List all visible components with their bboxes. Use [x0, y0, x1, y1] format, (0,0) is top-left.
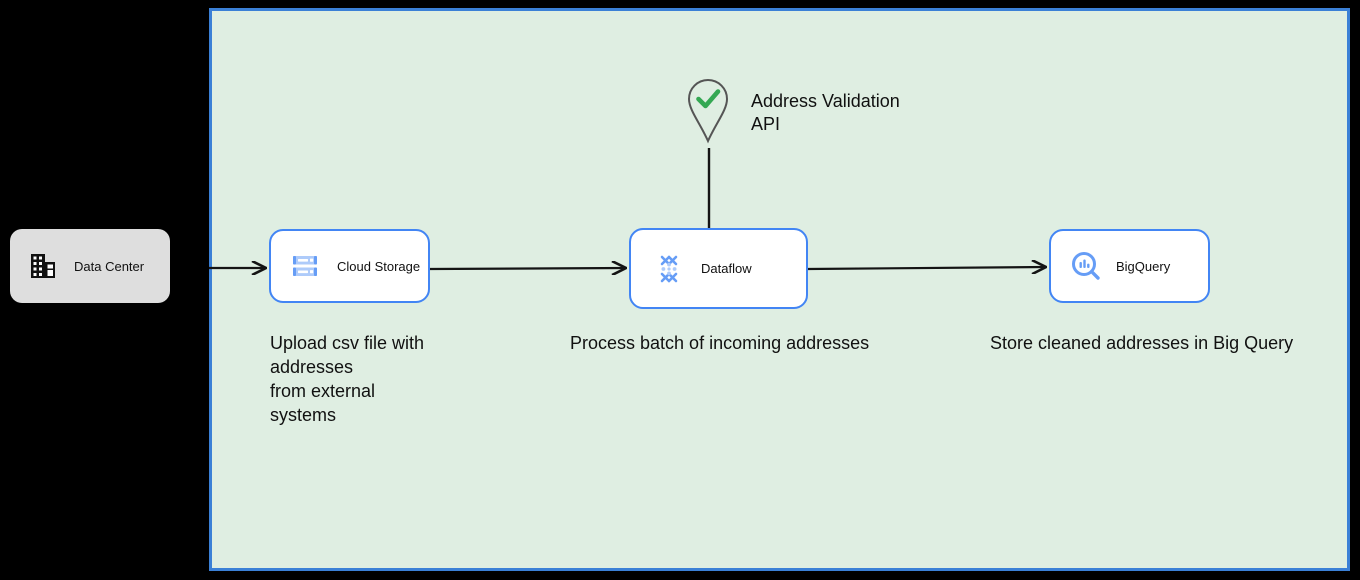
node-dataflow-label: Dataflow	[701, 261, 752, 276]
node-address-validation-api[interactable]: Address Validation API	[686, 78, 900, 144]
node-address-validation-api-label: Address Validation API	[751, 91, 900, 134]
node-datacenter-label: Data Center	[74, 258, 145, 274]
caption-bigquery: Store cleaned addresses in Big Query	[990, 333, 1294, 353]
node-dataflow[interactable]: Dataflow	[629, 228, 808, 309]
dataflow-icon	[660, 255, 678, 282]
node-cloud-storage-label: Cloud Storage	[337, 258, 421, 274]
caption-dataflow: Process batch of incoming addresses	[570, 333, 870, 353]
data-center-building-icon	[31, 254, 55, 278]
node-cloud-storage[interactable]: Cloud Storage	[269, 229, 430, 303]
node-bigquery[interactable]: BigQuery	[1049, 229, 1210, 303]
bigquery-magnifier-icon	[1072, 252, 1100, 280]
map-pin-check-icon	[687, 78, 729, 144]
caption-cloud-storage: Upload csv file with addresses from exte…	[270, 333, 425, 425]
node-datacenter[interactable]: Data Center	[10, 229, 170, 303]
node-bigquery-label: BigQuery	[1116, 258, 1171, 274]
cloud-storage-icon	[293, 256, 317, 276]
